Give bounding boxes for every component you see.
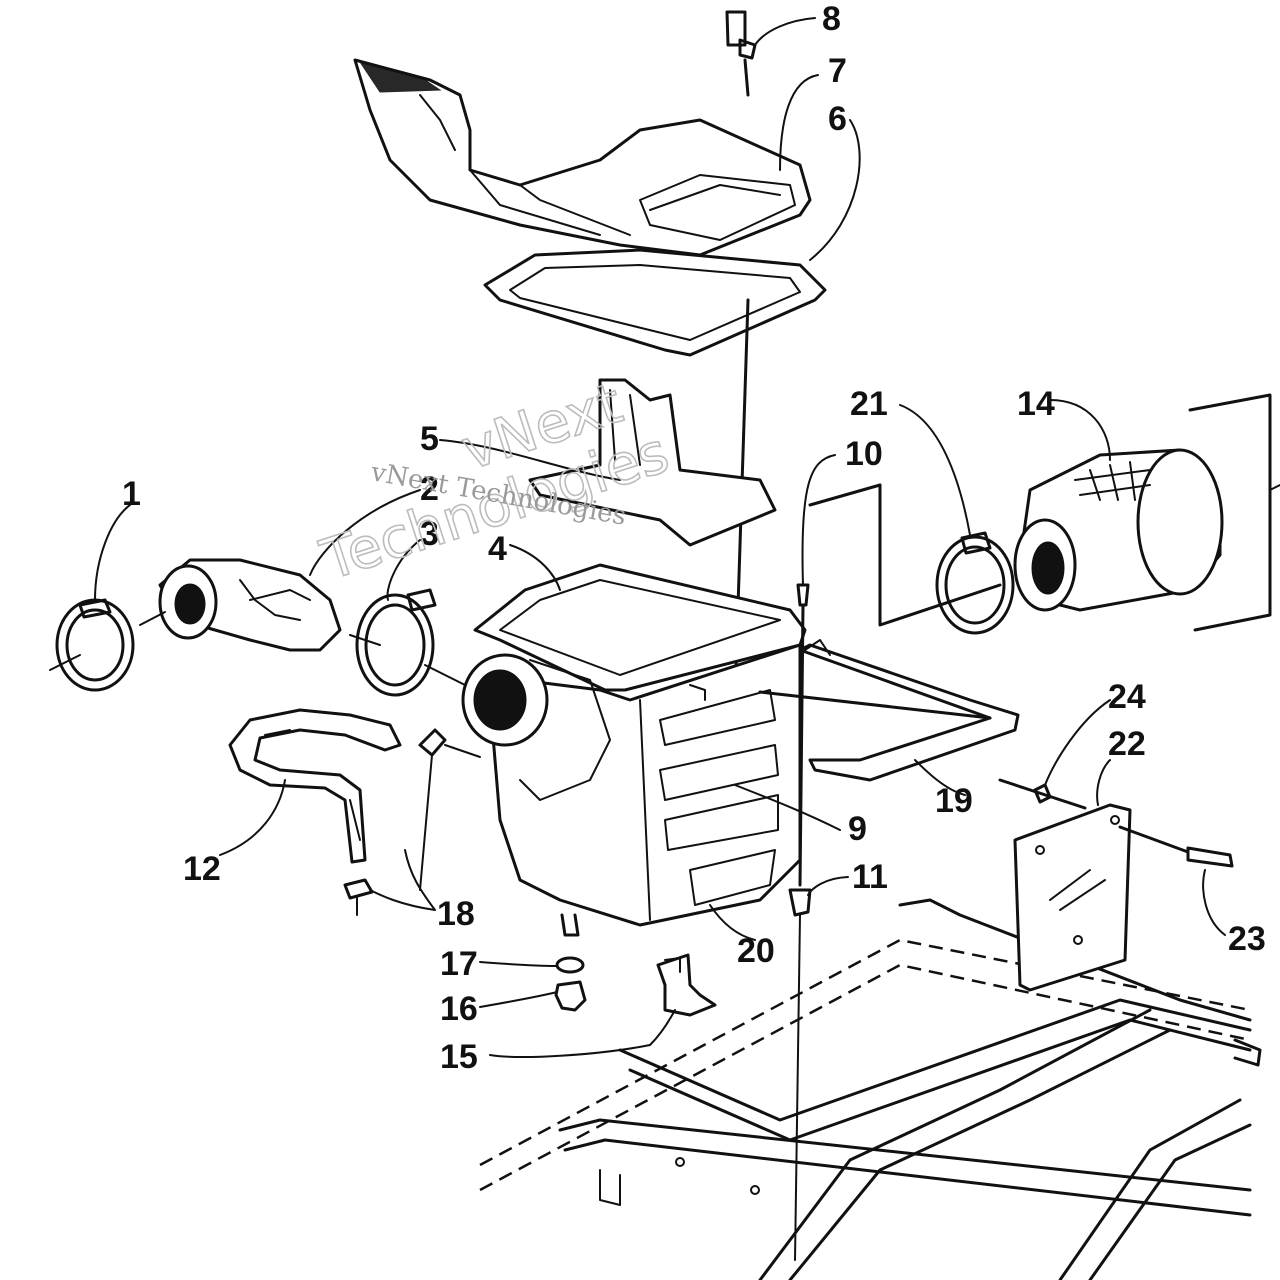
air-box-4 (461, 563, 807, 937)
callout-23: 23 (1228, 920, 1266, 958)
callout-9: 9 (848, 810, 867, 848)
callout-1: 1 (122, 475, 141, 513)
callout-6: 6 (828, 100, 847, 138)
callout-8: 8 (822, 0, 841, 38)
clamps (49, 531, 1015, 697)
callout-7: 7 (828, 52, 847, 90)
callout-24: 24 (1108, 678, 1146, 716)
callout-11: 11 (852, 858, 888, 896)
callout-2: 2 (420, 470, 439, 508)
callout-22: 22 (1108, 725, 1146, 763)
base-plate-19 (758, 639, 1020, 782)
air-filter-14 (808, 393, 1280, 632)
callout-5: 5 (420, 420, 439, 458)
callout-21: 21 (850, 385, 888, 423)
callout-4: 4 (488, 530, 507, 568)
mounts (554, 953, 717, 1017)
fasteners (788, 583, 812, 1261)
filter-tray-5 (528, 378, 777, 547)
callout-19: 19 (935, 782, 973, 820)
callout-10: 10 (845, 435, 883, 473)
breather-hose-12 (228, 708, 481, 916)
callout-18: 18 (437, 895, 475, 933)
vehicle-frame (479, 898, 1262, 1280)
callout-15: 15 (440, 1038, 478, 1076)
elbow-boot-2 (158, 558, 342, 652)
callout-12: 12 (183, 850, 221, 888)
callout-16: 16 (440, 990, 478, 1028)
callout-20: 20 (737, 932, 775, 970)
callout-labels: 1 2 3 4 5 6 7 8 9 10 11 12 14 15 16 17 1… (122, 0, 1266, 1076)
gasket-6 (483, 248, 827, 357)
callout-14: 14 (1017, 385, 1055, 423)
intake-duct (353, 58, 812, 257)
leader-lines (94, 17, 1226, 1058)
callout-17: 17 (440, 945, 478, 983)
callout-3: 3 (420, 515, 439, 553)
cover-plate-22 (998, 778, 1234, 992)
